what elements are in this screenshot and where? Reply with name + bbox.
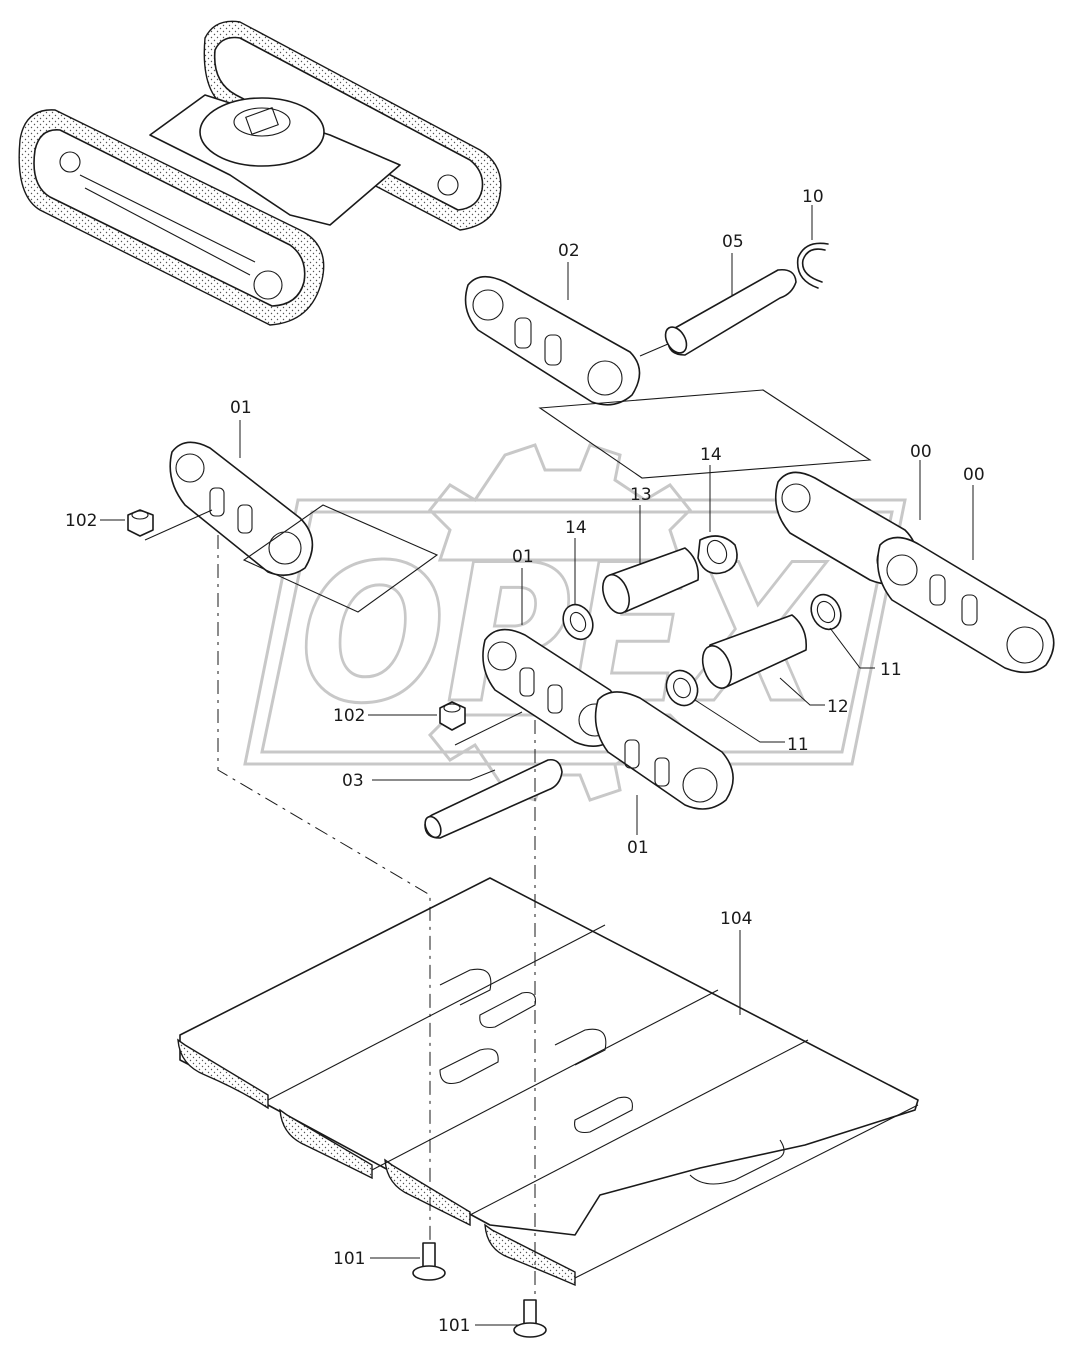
callout-05: 05 <box>722 232 744 252</box>
callout-104: 104 <box>720 909 752 929</box>
track-link-01-left <box>169 420 314 576</box>
crawler-undercarriage-icon <box>18 20 502 326</box>
callout-101b: 101 <box>438 1316 470 1336</box>
bolt-icon <box>370 1242 547 1338</box>
track-link-02 <box>464 262 641 406</box>
callout-13: 13 <box>630 485 652 505</box>
track-link-01-center <box>482 568 734 835</box>
callout-101a: 101 <box>333 1249 365 1269</box>
callout-labels: 00 00 01 01 01 02 03 05 10 11 11 12 13 1… <box>65 187 985 1336</box>
pin-05 <box>639 253 797 357</box>
callout-11b: 11 <box>787 735 809 755</box>
callout-01b: 01 <box>512 547 534 567</box>
callout-02: 02 <box>558 241 580 261</box>
callout-00a: 00 <box>910 442 932 462</box>
bushing-13 <box>602 505 700 615</box>
track-link-00 <box>774 460 1055 674</box>
callout-11a: 11 <box>880 660 902 680</box>
callout-14a: 14 <box>700 445 722 465</box>
callout-00b: 00 <box>963 465 985 485</box>
centerlines <box>217 535 536 1300</box>
callout-102b: 102 <box>333 706 365 726</box>
nut-icon <box>100 509 523 746</box>
snap-ring-10 <box>796 205 829 289</box>
bushing-12 <box>701 614 825 706</box>
callout-14b: 14 <box>565 518 587 538</box>
callout-03: 03 <box>342 771 364 791</box>
seal-icon <box>562 465 875 743</box>
callout-102a: 102 <box>65 511 97 531</box>
callout-10: 10 <box>802 187 824 207</box>
callout-12: 12 <box>827 697 849 717</box>
callout-01c: 01 <box>627 838 649 858</box>
callout-01a: 01 <box>230 398 252 418</box>
track-shoe-104 <box>177 877 919 1287</box>
pin-03 <box>372 758 563 839</box>
